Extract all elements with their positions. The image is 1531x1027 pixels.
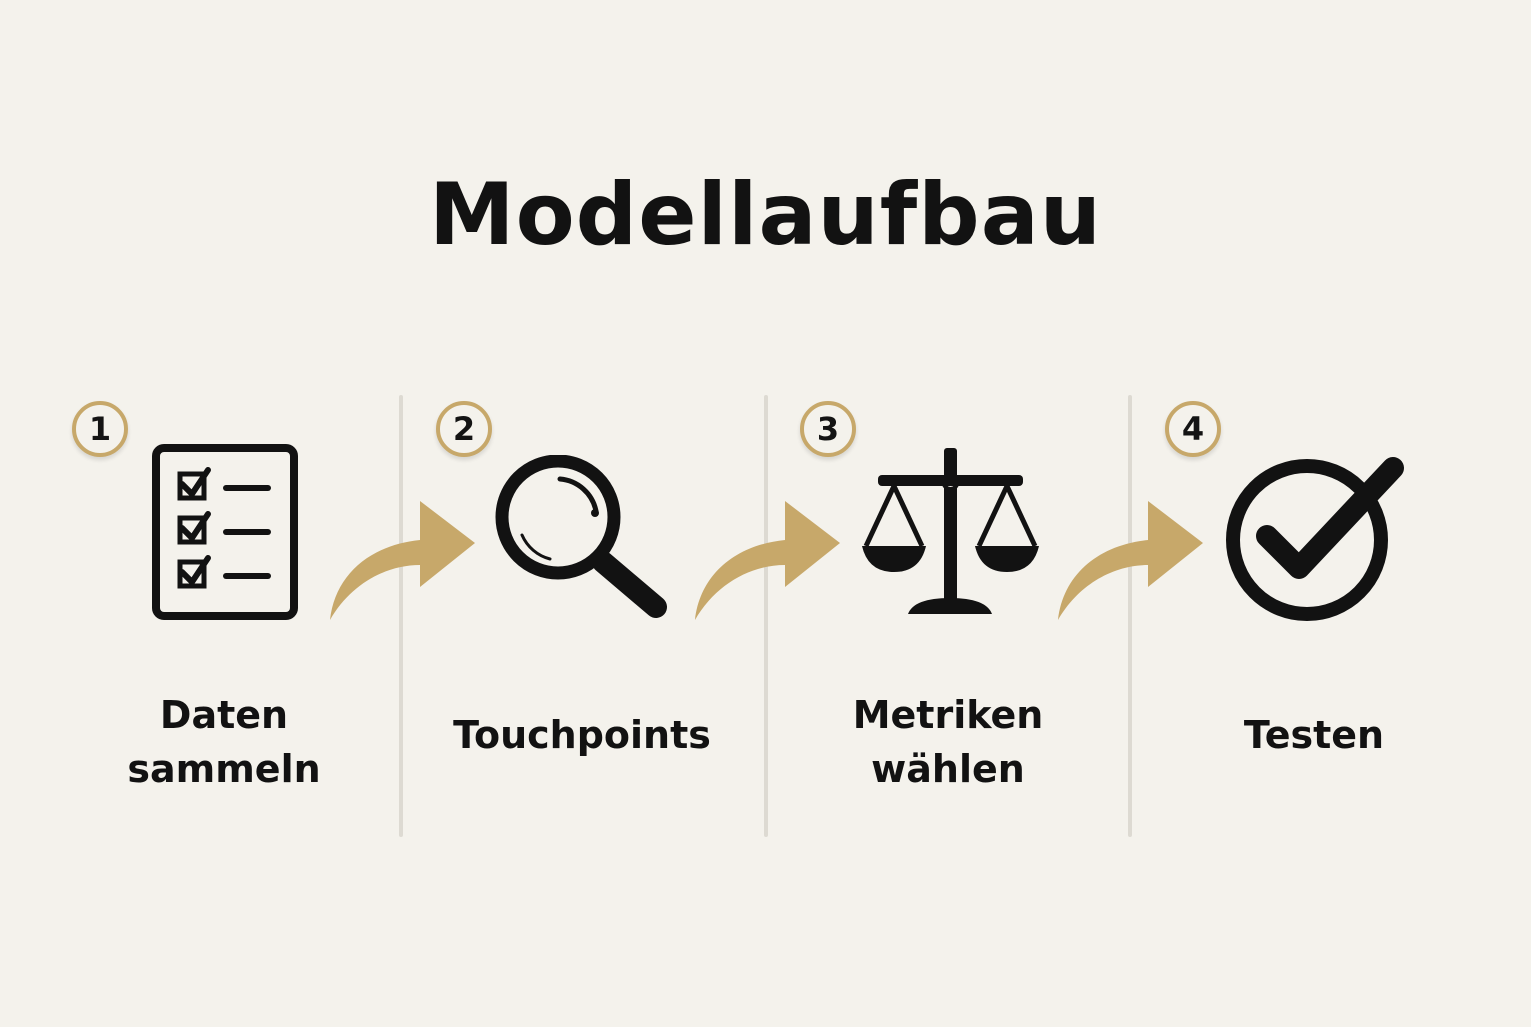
step-divider (399, 395, 403, 837)
step-label: Metriken wählen (788, 688, 1108, 796)
scale-icon (862, 448, 1039, 614)
step-label: Testen (1154, 708, 1474, 762)
step-label-line: Testen (1243, 713, 1385, 757)
step-label-line: Daten (159, 693, 289, 737)
checklist-icon (152, 444, 298, 620)
arrow-icon (330, 501, 475, 620)
step-label-line: Metriken (852, 693, 1044, 737)
step-divider (764, 395, 768, 837)
check-circle-icon (1226, 457, 1404, 621)
step-label-line: sammeln (127, 747, 321, 791)
arrow-icon (1058, 501, 1203, 620)
step-number-badge: 4 (1165, 401, 1221, 457)
step-number-badge: 3 (800, 401, 856, 457)
step-label-line: wählen (871, 747, 1025, 791)
magnifier-icon (495, 455, 667, 618)
step-label: Daten sammeln (64, 688, 384, 796)
arrow-icon (695, 501, 840, 620)
step-label-line: Touchpoints (453, 713, 711, 757)
step-number-badge: 1 (72, 401, 128, 457)
page-title: Modellaufbau (429, 165, 1102, 265)
step-number-badge: 2 (436, 401, 492, 457)
step-divider (1128, 395, 1132, 837)
step-label: Touchpoints (422, 708, 742, 762)
